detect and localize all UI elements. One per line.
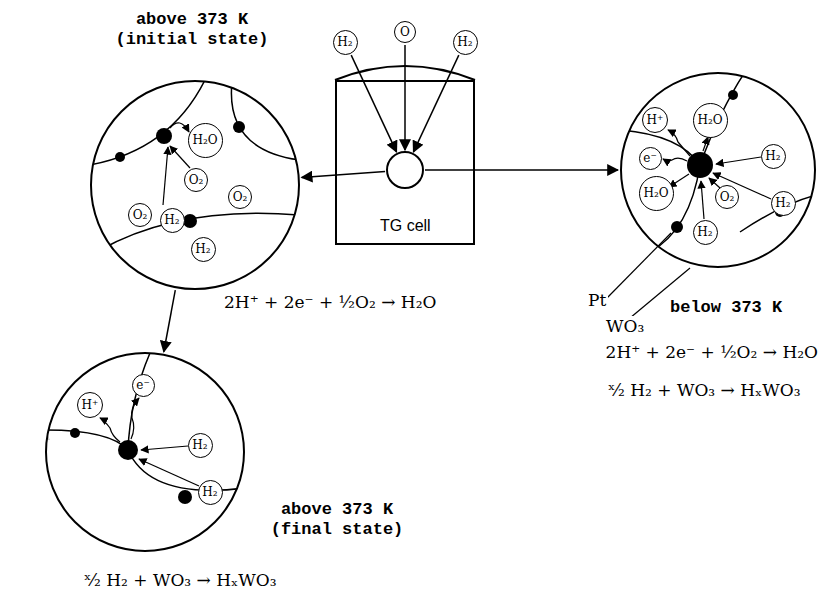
reaction-equation: ˣ⁄₂ H₂ + WO₃ → HₓWO₃ (606, 380, 803, 400)
pt-particles (671, 90, 785, 233)
molecule-label: H⁺ (82, 399, 99, 411)
grain-boundaries (90, 80, 300, 250)
shading (40, 405, 50, 440)
molecule-label: O₂ (720, 191, 735, 203)
molecule-label: H⁺ (647, 114, 664, 126)
molecule-circle: H⁺ (77, 392, 103, 418)
molecule-circle: H₂ (333, 30, 358, 55)
part-label: Pt (586, 290, 608, 310)
molecule-circle: H₂ (198, 480, 223, 505)
molecule-circle: H₂ (160, 208, 185, 233)
molecule-circle: H₂O (188, 123, 223, 158)
molecule-label: O₂ (133, 209, 148, 221)
connector-arrow (302, 171, 385, 177)
molecule-label: H₂ (457, 36, 472, 48)
molecule-label: H₂ (195, 243, 210, 255)
connector-arrow (425, 169, 618, 171)
magnified-circle: above 373 K (final state)e⁻H⁺H₂H₂ (45, 352, 245, 552)
molecule-circle: H⁺ (642, 107, 668, 133)
tg-cell: TG cell (335, 80, 475, 245)
grain-boundaries (620, 72, 816, 252)
molecule-label: H₂ (765, 150, 780, 162)
state-heading: below 373 K (670, 298, 782, 318)
molecule-circle: H₂O (639, 176, 674, 211)
molecule-circle: H₂ (188, 433, 213, 458)
molecule-label: H₂ (775, 197, 790, 209)
reaction-equation: 2H⁺ + 2e⁻ + ½O₂ → H₂O (604, 342, 820, 362)
molecule-circle: H₂ (771, 191, 796, 216)
connector-arrow (414, 55, 459, 152)
grain-boundaries (45, 353, 245, 490)
reaction-equation: ˣ⁄₂ H₂ + WO₃ → HₓWO₃ (82, 570, 279, 590)
molecule-label: O (400, 26, 410, 38)
reaction-arrows (163, 123, 190, 205)
molecule-label: H₂ (164, 214, 179, 226)
molecule-label: H₂O (192, 134, 217, 146)
molecule-circle: H₂O (693, 103, 728, 138)
reaction-equation: 2H⁺ + 2e⁻ + ½O₂ → H₂O (222, 292, 438, 312)
molecule-circle: O₂ (128, 203, 152, 227)
magnified-circle: below 373 KH⁺H₂Oe⁻H₂H₂OO₂H₂H₂ (620, 72, 816, 268)
molecule-label: H₂ (697, 226, 712, 238)
reaction-arrows (663, 130, 771, 219)
leader-line (606, 233, 671, 299)
connector-arrow (164, 290, 176, 352)
molecule-label: H₂O (697, 114, 722, 126)
molecule-circle: O₂ (715, 185, 739, 209)
connector-arrow (404, 45, 406, 150)
molecule-circle: O₂ (184, 168, 208, 192)
state-heading: above 373 K (final state) (252, 500, 422, 539)
molecule-label: e⁻ (643, 152, 656, 164)
reaction-arrows (100, 398, 199, 486)
molecule-circle: H₂ (191, 237, 216, 262)
part-label: WO₃ (604, 316, 646, 336)
molecule-label: H₂ (337, 36, 352, 48)
molecule-circle: O₂ (228, 185, 252, 209)
molecule-label: O₂ (233, 191, 248, 203)
molecule-circle: H₂ (693, 220, 718, 245)
molecule-label: H₂O (643, 187, 668, 199)
magnified-circle: above 373 K (initial state)H₂OO₂O₂H₂O₂H₂ (90, 80, 300, 290)
molecule-label: H₂ (192, 439, 207, 451)
molecule-circle: e⁻ (639, 147, 662, 170)
molecule-circle: O (394, 21, 416, 43)
molecule-circle: e⁻ (132, 374, 155, 397)
molecule-label: e⁻ (136, 379, 149, 391)
pt-particles (70, 381, 192, 504)
state-heading: above 373 K (initial state) (107, 10, 277, 49)
molecule-circle: H₂ (453, 30, 478, 55)
sample-circle (387, 152, 423, 188)
cell-label: TG cell (380, 217, 431, 235)
connector-arrow (351, 55, 396, 152)
molecule-circle: H₂ (761, 144, 786, 169)
molecule-label: H₂ (202, 486, 217, 498)
molecule-label: O₂ (189, 174, 204, 186)
